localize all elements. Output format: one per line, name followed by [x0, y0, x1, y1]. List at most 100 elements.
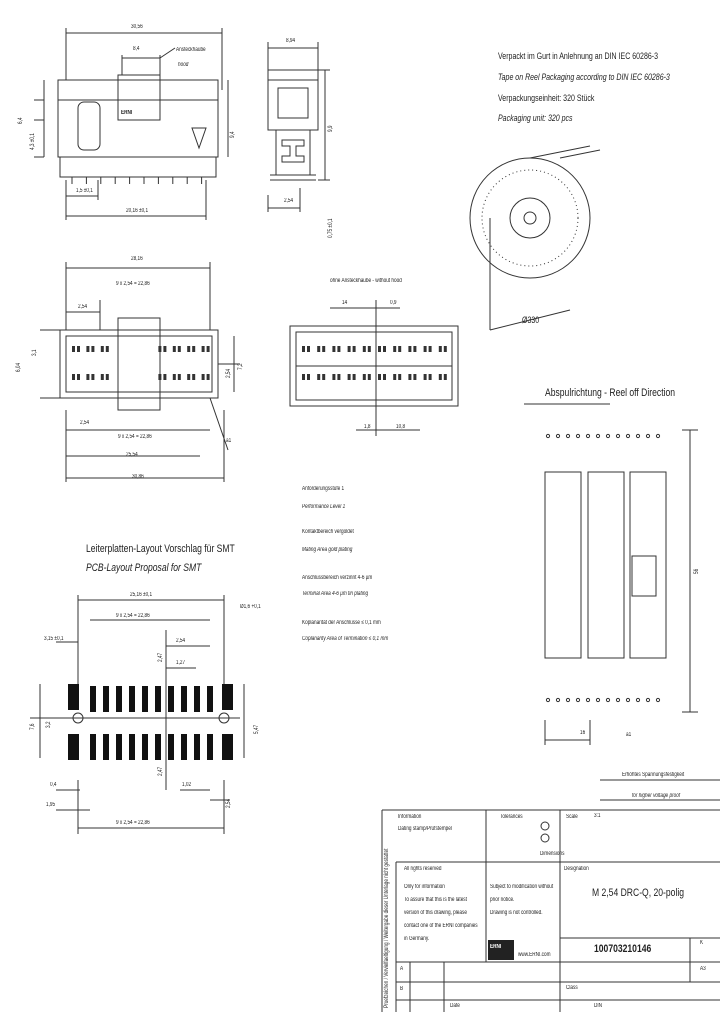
pack-de1: Verpackt im Gurt in Anlehnung an DIN IEC… [498, 51, 658, 61]
contact-pin [393, 374, 397, 380]
pcb-h3: 5,47 [254, 724, 260, 734]
pcb-pad [207, 734, 213, 760]
contact-pin [378, 346, 381, 352]
note-1-en: Performance Level 1 [302, 504, 346, 510]
tb-info-en: Dating stamp/Prüfstempel [398, 826, 452, 832]
pcb-title-de: Leiterplatten-Layout Vorschlag für SMT [86, 543, 235, 555]
pcb-pad [194, 734, 200, 760]
top-w-bottom: 25,54 [126, 452, 138, 458]
tb-class: DIN [594, 1003, 603, 1009]
sprocket-hole [645, 433, 651, 439]
note-2-de: Kontaktbereich vergoldet [302, 529, 354, 535]
tb-location: in Germany. [404, 936, 430, 942]
tb-only-info: Only for information [404, 884, 445, 890]
contact-pin [307, 346, 310, 352]
pcb-pads [68, 684, 233, 760]
contact-pin [187, 374, 191, 380]
title-logo-mark [488, 940, 514, 960]
sprocket-hole [565, 697, 571, 703]
sprocket-hole [585, 697, 591, 703]
sprocket-hole [575, 697, 581, 703]
contact-pin [337, 346, 341, 352]
pcb-pad [155, 734, 161, 760]
pack-en2: Packaging unit: 320 pcs [498, 113, 573, 123]
reel-off-width: 16 [580, 730, 586, 736]
pcb-pad-large [222, 684, 233, 710]
reel-off-a1: a1 [626, 732, 632, 738]
sprocket-hole [595, 697, 601, 703]
tb-class-label: Class [566, 985, 578, 991]
contact-pin [322, 374, 326, 380]
top-w-inner: 9 x 2,54 = 22,86 [116, 281, 150, 287]
dim-h1: 6,4 [18, 117, 24, 124]
tb-scale-label: Scale [566, 814, 578, 820]
contact-pin [367, 346, 371, 352]
dim-pitch-total: 20,16 ±0,1 [126, 208, 149, 214]
tb-scale: 3:1 [594, 813, 601, 819]
pcb-pad-large [68, 684, 79, 710]
contact-pin [302, 374, 305, 380]
top-a1-note: a1 [226, 438, 232, 444]
pcb-pad [181, 734, 187, 760]
tb-b: B [400, 986, 404, 992]
sprocket-hole [555, 697, 561, 703]
contact-pin [413, 374, 417, 380]
no-hood-d3: 1,8 [364, 424, 371, 430]
reel-off-height: 56 [694, 568, 700, 574]
note-3-en: Terminal Area 4-6 µm tin plating [302, 591, 369, 597]
contact-pin [438, 374, 442, 380]
top-w-outer: 28,16 [131, 256, 143, 262]
sprocket-hole [565, 433, 571, 439]
contact-pin [206, 346, 210, 352]
contact-pin [163, 346, 167, 352]
contact-pin [443, 374, 447, 380]
pcb-w-bottom: 9 x 2,54 = 22,86 [116, 820, 150, 826]
pcb-pad-l2: 2,47 [158, 766, 164, 776]
pack-en1: Tape on Reel Packaging according to DIN … [498, 72, 670, 82]
side-logo: ERNI [121, 110, 133, 116]
contact-pin [77, 374, 80, 380]
tb-subject1: Subject to modification without [490, 884, 554, 890]
contact-pin [91, 374, 95, 380]
title-block-frame [381, 779, 720, 1012]
no-hood-d2: 0,9 [390, 300, 397, 306]
pcb-pad [129, 686, 135, 712]
pcb-pad-w2: 1,02 [182, 782, 192, 788]
reel-off-title: Abspulrichtung - Reel off Direction [545, 387, 676, 399]
contact-pin [201, 374, 205, 380]
contact-pin [307, 374, 310, 380]
tb-logo: ERNI [490, 944, 502, 950]
contact-pin [423, 346, 427, 352]
contact-pin [177, 374, 181, 380]
contact-pin [177, 346, 181, 352]
contact-pin [423, 374, 427, 380]
contact-pin [201, 346, 205, 352]
side-view [34, 28, 229, 220]
contact-pin [352, 374, 356, 380]
contact-pin [332, 346, 336, 352]
tb-part-no: 100703210146 [594, 943, 652, 955]
contact-pin [332, 374, 336, 380]
note-4-de: Koplanarität der Anschlüsse ≤ 0,1 mm [302, 620, 381, 626]
contact-pin [163, 374, 167, 380]
contact-pin [383, 374, 386, 380]
no-hood-d4: 10,8 [396, 424, 406, 430]
contact-pin [428, 346, 432, 352]
dim-right-h: 9,4 [230, 131, 236, 138]
pcb-pad [168, 734, 174, 760]
top-h2: 3,1 [32, 349, 38, 356]
dim-hood-width: 8,4 [133, 46, 140, 52]
reel-diameter: Ø330 [522, 315, 540, 325]
contact-pin [443, 346, 447, 352]
no-hood-contacts [302, 346, 447, 380]
contact-pin [172, 374, 176, 380]
tb-date-label: Date [450, 1003, 460, 1009]
contact-pin [367, 374, 371, 380]
contact-pin [158, 374, 162, 380]
pcb-pad [103, 686, 109, 712]
higher-voltage-en: for higher voltage proof [632, 793, 681, 799]
sprocket-hole [595, 433, 601, 439]
contact-pin [398, 346, 402, 352]
sprocket-hole [615, 697, 621, 703]
top-h4: 7,2 [238, 363, 244, 370]
